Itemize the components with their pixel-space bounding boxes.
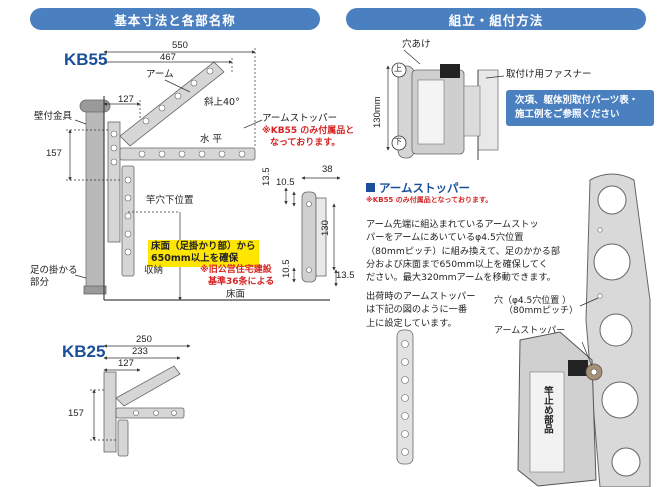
kb25-dim-250: 250 bbox=[136, 334, 152, 345]
down-circle bbox=[391, 135, 407, 151]
kb55-arm-stopper-note-1: ※KB55 のみ付属品と bbox=[262, 126, 355, 136]
assembly-reference-note: 次項、躯体別取付パーツ表・ 施工例をご参照ください bbox=[506, 90, 654, 126]
stopper-hole-label-line1: 穴（φ4.5穴位置 ） bbox=[494, 296, 572, 306]
stopper-section-square-icon bbox=[366, 183, 375, 192]
assembly-reference-note-line1: 次項、躯体別取付パーツ表・ bbox=[515, 95, 639, 106]
kb55-wall-bracket-label: 壁付金具 bbox=[34, 111, 73, 122]
kb55-storage-label: 収納 bbox=[144, 265, 164, 276]
kb55-model-label: KB55 bbox=[64, 50, 108, 69]
side-view-dimension-lines bbox=[284, 176, 341, 287]
header-assembly: 組立・組付方法 bbox=[346, 8, 646, 30]
stopper-body bbox=[517, 331, 597, 487]
stopper-section-subtitle: ※KB55 のみ付属品となっております。 bbox=[366, 196, 493, 204]
kb55-floor-label: 床面 bbox=[226, 289, 246, 300]
kb55-wall-post bbox=[79, 99, 111, 295]
assembly-dim-130mm: 130mm bbox=[372, 96, 383, 128]
side-dim-10-5-top: 10.5 bbox=[276, 177, 295, 188]
stopper-knob bbox=[585, 363, 603, 381]
stopper-large-arm bbox=[585, 173, 651, 487]
kb55-foot-label-2: 部分 bbox=[30, 277, 50, 288]
assembly-fastener-label: 取付け用ファスナー bbox=[506, 69, 592, 80]
kb55-arm-horizontal bbox=[119, 147, 256, 161]
assembly-up-label: 上 bbox=[394, 64, 402, 73]
stopper-section-title: アームストッパー bbox=[366, 180, 470, 196]
header-basic-dimensions: 基本寸法と各部名称 bbox=[30, 8, 320, 30]
kb25-model-label: KB25 bbox=[62, 342, 106, 361]
kb55-public-note-1: ※旧公営住宅建設 bbox=[200, 265, 272, 275]
kb55-arm-stopper-note-2: なっております。 bbox=[270, 138, 341, 148]
kb55-arm-stopper-label: アームストッパー bbox=[262, 113, 338, 124]
kb55-slope-label: 斜上40° bbox=[204, 97, 240, 108]
kb55-dim-550: 550 bbox=[172, 40, 188, 51]
kb55-arm-angled bbox=[119, 61, 225, 147]
stopper-part-label: アームストッパー bbox=[494, 326, 566, 336]
kb55-floor-note-line2: 650mm以上を確保 bbox=[151, 253, 239, 265]
assembly-dimension-lines bbox=[386, 49, 505, 151]
kb55-dim-467: 467 bbox=[160, 52, 176, 63]
up-circle bbox=[391, 62, 407, 78]
side-dim-38: 38 bbox=[322, 164, 333, 175]
kb25-dim-233: 233 bbox=[132, 346, 148, 357]
side-dim-10-5-bottom: 10.5 bbox=[281, 259, 292, 279]
kb55-rod-lower-label: 竿穴下位置 bbox=[146, 195, 194, 206]
stopper-section-title-text: アームストッパー bbox=[379, 181, 470, 195]
side-dim-13-5-top: 13.5 bbox=[261, 167, 272, 187]
stopper-shipping-line1: 出荷時のアームストッパー bbox=[366, 291, 476, 302]
stopper-hole-label: 穴（φ4.5穴位置 ） （80mmピッチ） bbox=[494, 296, 578, 317]
stopper-shipping-line3: 上に設定しています。 bbox=[366, 317, 457, 329]
kb55-floor-note: 床面（足掛かり部）から 650mm以上を確保 bbox=[148, 240, 259, 267]
stopper-shipping-note: 出荷時のアームストッパー は下記の図のように一番 上に設定しています。 bbox=[366, 290, 490, 330]
kb55-arm-label: アーム bbox=[146, 69, 174, 80]
stopper-paragraph-line4: 分および床面まで650mm以上を確保してく bbox=[366, 259, 548, 271]
kb25-dim-127: 127 bbox=[118, 358, 134, 369]
kb55-dimension-lines bbox=[66, 48, 263, 301]
stopper-body-label: 竿止め部品 bbox=[541, 386, 553, 434]
assembly-bracket bbox=[397, 64, 481, 159]
kb25-dim-157: 157 bbox=[68, 408, 84, 419]
stopper-paragraph-line1: アーム先端に組込まれているアームストッ bbox=[366, 219, 539, 230]
kb55-horizontal-label: 水 平 bbox=[200, 134, 223, 145]
stopper-hole-label-line2: （80mmピッチ） bbox=[504, 306, 578, 317]
side-dim-130: 130 bbox=[320, 220, 331, 236]
kb55-wall-bracket bbox=[107, 121, 121, 243]
assembly-down-label: 下 bbox=[394, 137, 402, 146]
kb55-foot-label-1: 足の掛かる bbox=[30, 265, 78, 276]
kb25-dimension-lines bbox=[90, 344, 191, 441]
kb55-arm-folded bbox=[121, 165, 135, 277]
stopper-paragraph-line5: ださい。最大320mmアームを移動できます。 bbox=[366, 272, 556, 284]
stopper-paragraph-line3: （80mmピッチ）に組み換えて、足のかかる部 bbox=[366, 245, 561, 257]
assembly-wall bbox=[477, 69, 499, 160]
kb55-dim-127: 127 bbox=[118, 94, 134, 105]
kb55-public-note-2: 基準36条による bbox=[208, 277, 275, 287]
assembly-reference-note-line2: 施工例をご参照ください bbox=[515, 108, 620, 120]
assembly-hole-label: 穴あけ bbox=[402, 39, 431, 50]
side-view-drawing bbox=[301, 191, 327, 283]
kb25-drawing bbox=[103, 365, 185, 457]
stopper-shipping-line2: は下記の図のように一番 bbox=[366, 304, 468, 316]
stopper-section-paragraph: アーム先端に組込まれているアームストッ パーをアームにあいているφ4.5穴位置 … bbox=[366, 218, 586, 285]
stopper-leaders bbox=[579, 297, 599, 367]
kb55-floor-note-line1: 床面（足掛かり部）から bbox=[151, 241, 256, 252]
side-dim-13-5-bottom: 13.5 bbox=[336, 270, 355, 281]
stopper-paragraph-line2: パーをアームにあいているφ4.5穴位置 bbox=[366, 232, 524, 244]
stopper-small-arm bbox=[396, 329, 414, 465]
kb55-dim-157: 157 bbox=[46, 148, 62, 159]
